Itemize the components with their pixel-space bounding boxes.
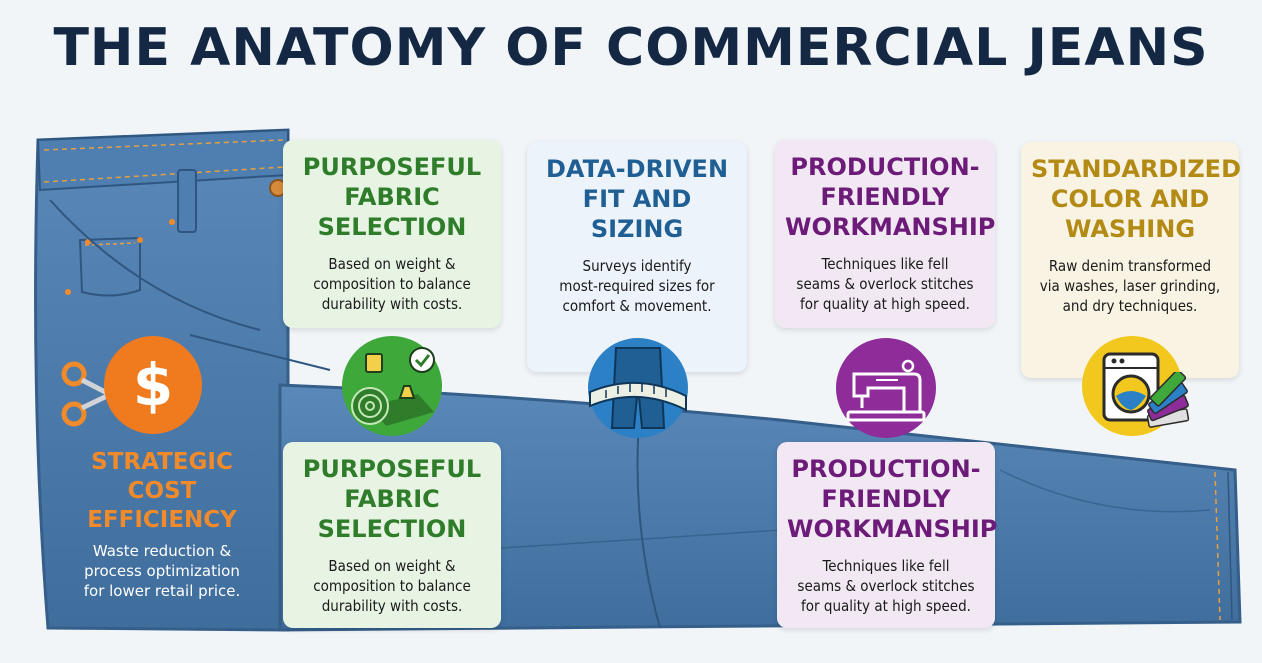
card-body: Techniques like fell seams & overlock st… <box>796 255 974 313</box>
card-fabric-selection-top: PURPOSEFUL FABRIC SELECTION Based on wei… <box>283 140 501 328</box>
card-fabric-selection-bottom: PURPOSEFUL FABRIC SELECTION Based on wei… <box>283 442 501 628</box>
dollar-icon: $ <box>104 336 202 434</box>
cost-efficiency-block: STRATEGIC COST EFFICIENCY Waste reductio… <box>56 448 268 601</box>
cost-body: Waste reduction & process optimization f… <box>83 542 241 600</box>
card-body: Based on weight & composition to balance… <box>313 557 471 615</box>
dollar-symbol: $ <box>132 351 174 419</box>
sewing-machine-icon <box>836 338 936 438</box>
card-workmanship-bottom: PRODUCTION- FRIENDLY WORKMANSHIP Techniq… <box>777 442 998 628</box>
cost-heading: STRATEGIC COST EFFICIENCY <box>87 449 237 533</box>
page-title: THE ANATOMY OF COMMERCIAL JEANS <box>53 18 1209 78</box>
card-heading: PRODUCTION- FRIENDLY WORKMANSHIP <box>785 153 996 241</box>
card-workmanship-top: PRODUCTION- FRIENDLY WORKMANSHIP Techniq… <box>775 140 995 328</box>
card-body: Raw denim transformed via washes, laser … <box>1039 257 1221 315</box>
card-heading: PRODUCTION- FRIENDLY WORKMANSHIP <box>787 455 998 543</box>
card-body: Based on weight & composition to balance… <box>313 255 471 313</box>
card-heading: DATA-DRIVEN FIT AND SIZING <box>545 155 729 243</box>
card-body: Techniques like fell seams & overlock st… <box>797 557 975 615</box>
measuring-tape-icon <box>588 338 688 438</box>
card-fit-sizing: DATA-DRIVEN FIT AND SIZING Surveys ident… <box>527 142 747 372</box>
card-body: Surveys identify most-required sizes for… <box>559 257 715 315</box>
color-swatch-icon <box>1146 372 1190 428</box>
fabric-roll-icon <box>342 336 442 436</box>
card-heading: PURPOSEFUL FABRIC SELECTION <box>302 153 482 241</box>
card-heading: PURPOSEFUL FABRIC SELECTION <box>302 455 482 543</box>
card-heading: STANDARDIZED COLOR AND WASHING <box>1031 155 1241 243</box>
